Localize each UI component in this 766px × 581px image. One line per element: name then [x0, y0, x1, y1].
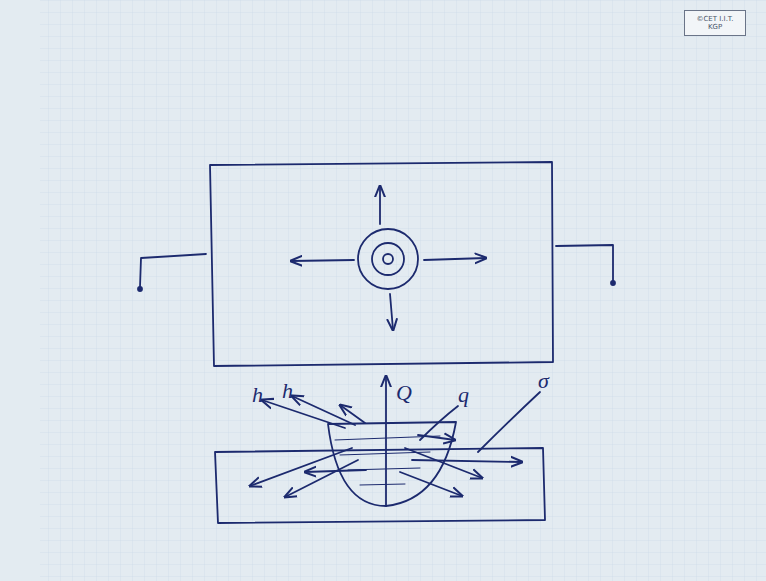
conduction-arrow — [305, 470, 366, 472]
conduction-arrow — [400, 472, 462, 496]
conduction-arrow — [285, 460, 358, 497]
heat-arrow — [291, 260, 354, 261]
symbol-label: q — [458, 384, 469, 406]
leader-line — [420, 406, 458, 440]
symbol-label: σ — [538, 370, 549, 392]
convection-arrow — [292, 396, 355, 425]
plate-outline — [210, 162, 553, 366]
isotherm — [383, 254, 393, 264]
conduction-arrow — [418, 435, 455, 440]
heat-arrow — [379, 186, 381, 224]
section-line — [556, 245, 613, 281]
convection-arrow — [340, 405, 365, 423]
logo-text: ©CET I.I.T. KGP — [693, 15, 737, 31]
grid — [40, 0, 766, 581]
heat-arrow — [424, 258, 486, 260]
isotherm — [358, 229, 418, 289]
leader-line — [478, 392, 540, 452]
conduction-arrow — [250, 448, 352, 486]
conduction-arrow — [405, 448, 482, 478]
weld-pool — [328, 422, 456, 506]
symbol-label: h — [282, 380, 293, 402]
symbol-label: h — [252, 384, 263, 406]
section-outline — [215, 448, 545, 523]
heat-input-arrow — [385, 376, 387, 506]
conduction-arrow — [412, 460, 522, 462]
isotherm — [372, 243, 404, 275]
section-dot — [611, 281, 615, 285]
section-line — [140, 254, 206, 287]
heat-arrow — [390, 294, 393, 330]
section-dot — [138, 287, 142, 291]
logo-box: ©CET I.I.T. KGP — [684, 10, 746, 36]
symbol-label: Q — [396, 382, 412, 404]
